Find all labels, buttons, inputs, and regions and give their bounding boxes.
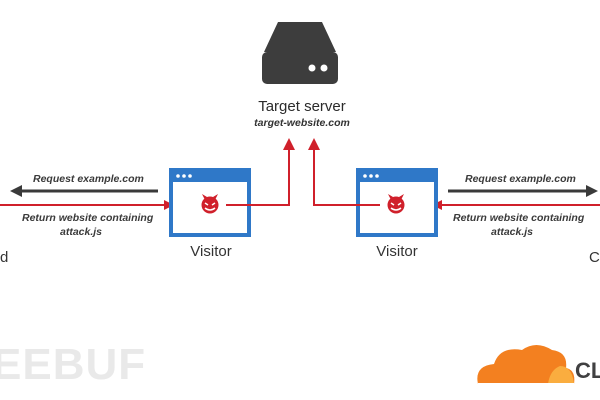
- right-return-label-line2: attack.js: [491, 226, 534, 238]
- left-return-label-line2: attack.js: [60, 226, 103, 238]
- right-request-label: Request example.com: [465, 173, 576, 185]
- left-devil-icon: [201, 194, 219, 214]
- watermark: EEBUF: [0, 340, 147, 389]
- right-return-arrow: [432, 200, 600, 210]
- left-visitor-label: Visitor: [190, 243, 232, 260]
- right-visitor-browser: [356, 168, 438, 237]
- right-return-label-line1: Return website containing: [453, 212, 585, 224]
- right-visitor-label: Visitor: [376, 243, 418, 260]
- right-request-arrow: [448, 185, 598, 197]
- right-devil-icon: [387, 194, 405, 214]
- server-icon: [262, 22, 338, 84]
- server-title: Target server: [258, 98, 346, 115]
- left-return-arrow: [0, 200, 174, 210]
- left-request-arrow: [10, 185, 158, 197]
- brand-text: CL: [575, 358, 600, 383]
- cloud-logo-icon: [477, 345, 575, 386]
- right-attack-path: [308, 138, 380, 206]
- right-edge-fragment: C: [589, 249, 600, 266]
- left-edge-fragment: d: [0, 249, 9, 266]
- server-subtitle: target-website.com: [254, 117, 350, 129]
- left-attack-path: [226, 138, 295, 206]
- left-return-label-line1: Return website containing: [22, 212, 154, 224]
- left-request-label: Request example.com: [33, 173, 144, 185]
